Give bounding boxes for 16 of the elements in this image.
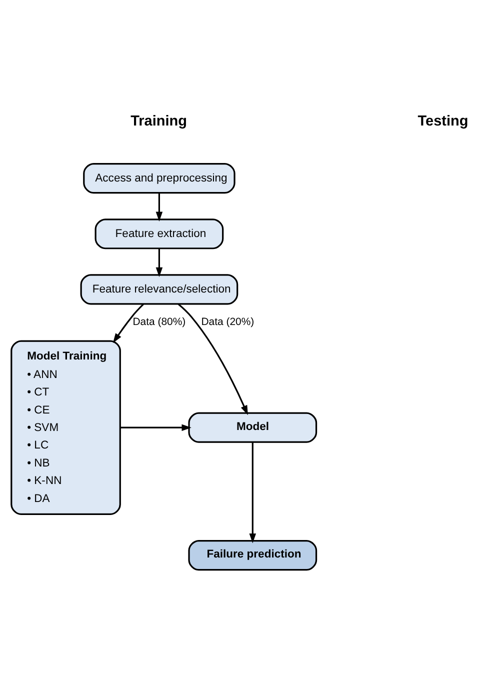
arrow: [178, 303, 248, 416]
edge-label: Data (20%): [201, 317, 254, 328]
arrow: [156, 193, 163, 222]
label: Training: [130, 113, 187, 130]
node-box: Feature extraction: [94, 218, 224, 250]
arrow: [112, 304, 144, 343]
arrow: [249, 442, 256, 544]
arrow: [156, 248, 163, 278]
node-box: Failure prediction: [188, 540, 318, 571]
node-box: Model: [188, 412, 318, 443]
edge-label: Data (80%): [132, 317, 186, 328]
label: Testing: [418, 113, 468, 130]
node-box: Feature relevance/selection: [80, 274, 238, 305]
arrow: [120, 424, 192, 431]
node-box: Model Training • ANN • CT • CE • SVM • LC • NB • K-NN • DA: [10, 340, 121, 515]
node-box: Access and preprocessing: [83, 163, 236, 194]
